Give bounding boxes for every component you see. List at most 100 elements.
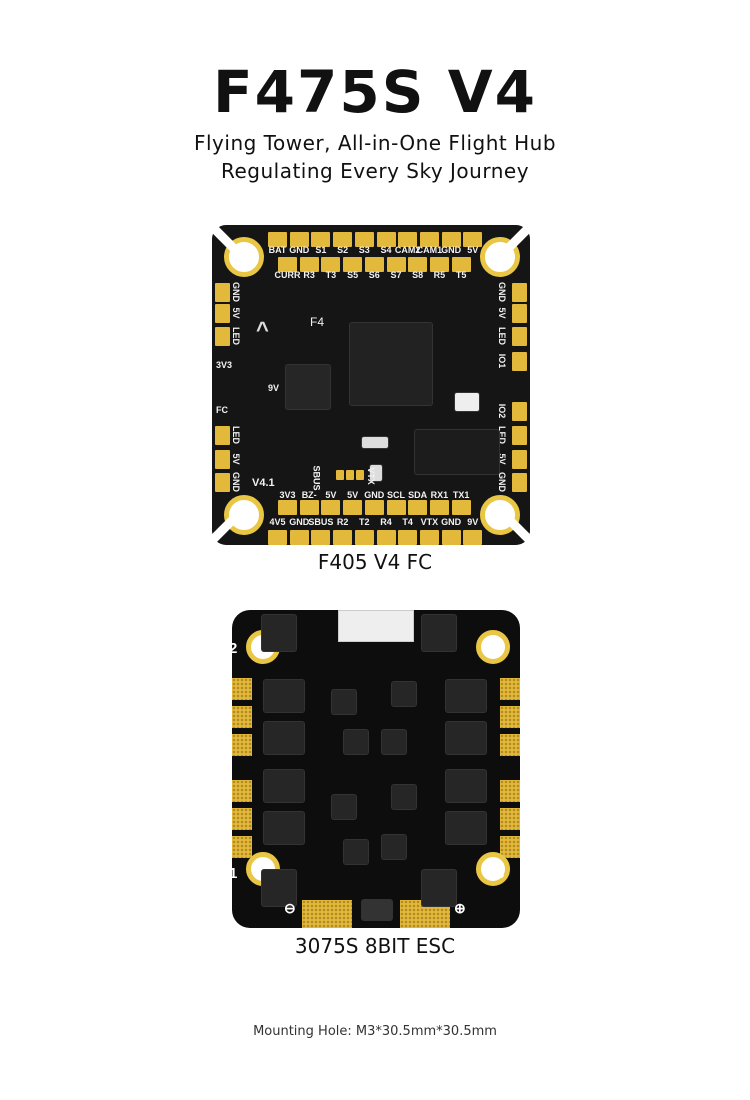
solder-pad — [408, 500, 428, 515]
motor-number: 4 — [496, 640, 505, 657]
pad-label: BAT — [268, 245, 287, 255]
pad-label: 5V — [325, 490, 337, 500]
flash-chip — [415, 430, 499, 474]
pad-label: S7 — [390, 270, 402, 280]
pad-label: S6 — [368, 270, 380, 280]
solder-pad — [429, 257, 449, 272]
pad-label: T2 — [359, 517, 370, 527]
pad-label: CAM2 — [394, 245, 421, 255]
solder-pad — [343, 500, 363, 515]
sbus-pad — [346, 470, 354, 480]
solder-pad — [441, 232, 461, 247]
solder-pad — [215, 327, 230, 346]
solder-pad — [289, 530, 309, 545]
mosfet — [262, 870, 296, 906]
solder-pad — [376, 232, 396, 247]
driver-chip — [344, 840, 368, 864]
pad-label: R2 — [336, 517, 349, 527]
sbus-pad — [356, 470, 364, 480]
pad-label: T5 — [455, 270, 467, 280]
silk-vtx: VTX — [365, 467, 376, 485]
sbus-pad — [336, 470, 344, 480]
positive-icon: ⊕ — [454, 900, 466, 916]
solder-pad — [451, 500, 471, 515]
pad-label: TX1 — [452, 490, 470, 500]
silk-version: V4.1 — [252, 477, 275, 489]
motor-pad — [500, 836, 520, 858]
mosfet — [264, 770, 304, 802]
solder-pad — [268, 530, 287, 545]
solder-pad — [311, 232, 331, 247]
pad-label: 5V — [231, 307, 241, 319]
solder-pad — [512, 327, 527, 346]
motor-pad — [232, 780, 252, 802]
pad-label: GND — [231, 472, 241, 492]
mosfet — [264, 722, 304, 754]
pad-label: SCL — [387, 490, 405, 500]
solder-pad — [512, 473, 527, 492]
solder-pad — [311, 530, 331, 545]
pad-label: S8 — [412, 270, 424, 280]
pad-label: T4 — [402, 517, 413, 527]
solder-pad — [451, 257, 471, 272]
solder-pad — [429, 500, 449, 515]
pad-label: S2 — [337, 245, 349, 255]
motor-pad — [500, 734, 520, 756]
solder-pad — [333, 232, 353, 247]
motor-pad — [232, 706, 252, 728]
oscillator — [362, 437, 388, 448]
esc-caption: 3075S 8BIT ESC — [294, 934, 456, 958]
solder-pad — [215, 473, 230, 492]
pad-label: GND — [441, 245, 462, 255]
mounting-hole — [224, 495, 264, 535]
solder-pad — [463, 530, 483, 545]
pad-label: CURR — [274, 270, 301, 280]
mounting-hole-note: Mounting Hole: M3*30.5mm*30.5mm — [253, 1024, 497, 1039]
pad-label: 5V — [497, 307, 507, 319]
barometer — [370, 465, 382, 481]
mosfet — [446, 812, 486, 844]
pad-label: LED — [231, 426, 241, 444]
subtitle-line-2: Regulating Every Sky Journey — [220, 159, 530, 183]
mosfet — [446, 722, 486, 754]
driver-chip — [392, 682, 416, 706]
motor-number: 2 — [229, 640, 238, 657]
pad-label: IO1 — [497, 353, 507, 369]
regulator-chip — [286, 365, 330, 409]
solder-pad — [441, 530, 461, 545]
mosfet — [264, 680, 304, 712]
mosfet — [262, 615, 296, 651]
pad-label: BZ- — [301, 490, 317, 500]
solder-pad — [333, 530, 353, 545]
product-title: F475S V4 — [213, 58, 537, 126]
solder-pad — [343, 257, 363, 272]
pad-label: 9V — [467, 517, 479, 527]
silk-3v3: 3V3 — [216, 360, 233, 370]
mosfet — [446, 770, 486, 802]
pad-label: 3V3 — [279, 490, 296, 500]
solder-pad — [299, 257, 319, 272]
motor-pad — [500, 678, 520, 700]
mounting-hole — [480, 237, 520, 277]
silk-sbus: SBUS — [311, 465, 322, 491]
mounting-hole — [224, 237, 264, 277]
motor-pad — [232, 678, 252, 700]
pad-label: R5 — [433, 270, 446, 280]
pad-label: S1 — [315, 245, 327, 255]
mounting-slot — [207, 222, 239, 253]
solder-pad — [512, 450, 527, 469]
solder-pad — [419, 232, 439, 247]
crystal — [455, 393, 479, 411]
signal-connector — [338, 610, 414, 642]
mcu-chip — [350, 323, 432, 405]
mounting-slot — [503, 222, 535, 253]
driver-chip — [344, 730, 368, 754]
mosfet — [446, 680, 486, 712]
solder-pad — [215, 283, 230, 302]
motor-pad — [232, 734, 252, 756]
solder-pad — [278, 257, 297, 272]
pad-label: VTX — [420, 517, 439, 527]
regulator-chip — [362, 900, 392, 920]
